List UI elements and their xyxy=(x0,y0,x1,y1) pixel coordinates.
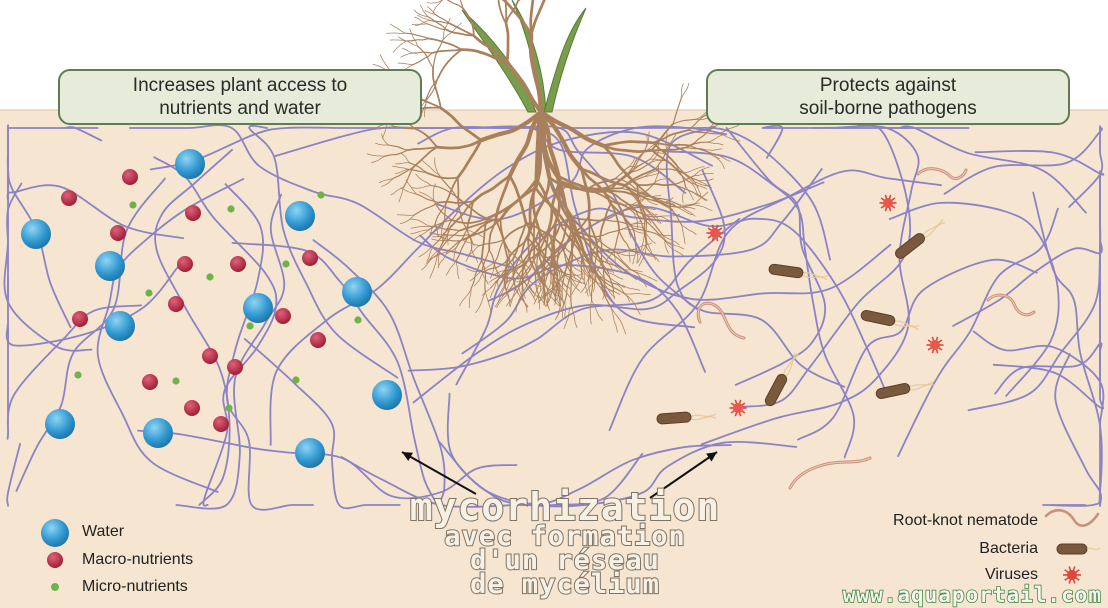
root-branch xyxy=(443,0,463,9)
legend-label-nematode: Root-knot nematode xyxy=(893,512,1038,530)
root-branch xyxy=(418,46,434,68)
micro-nutrient xyxy=(282,260,289,267)
macro-nutrient xyxy=(142,374,158,390)
root-branch xyxy=(584,267,585,283)
water-droplet xyxy=(143,418,173,448)
micro-nutrient-icon xyxy=(51,583,59,591)
root-branch xyxy=(393,41,406,52)
macro-nutrient xyxy=(122,169,138,185)
micro-nutrient xyxy=(292,376,299,383)
root-branch xyxy=(406,39,429,42)
macro-nutrient xyxy=(168,296,184,312)
root-branch xyxy=(427,1,441,3)
root-branch xyxy=(518,0,532,2)
root-branch xyxy=(457,0,463,9)
legend-label-micro-nutrients: Micro-nutrients xyxy=(82,578,188,596)
water-droplet xyxy=(285,201,315,231)
macro-nutrient xyxy=(72,311,88,327)
root-branch xyxy=(415,17,427,24)
macro-nutrient-icon xyxy=(47,552,63,568)
macro-nutrient xyxy=(275,308,291,324)
micro-nutrient xyxy=(246,322,253,329)
water-droplet xyxy=(295,438,325,468)
water-droplet xyxy=(175,149,205,179)
macro-nutrient xyxy=(227,359,243,375)
plant-shoot xyxy=(462,0,586,112)
root-branch xyxy=(531,0,549,34)
root-branch xyxy=(681,83,689,99)
root-branch xyxy=(433,39,443,68)
callout-pathogen-protection: Protects against soil-borne pathogens xyxy=(706,69,1070,125)
macro-nutrient xyxy=(230,256,246,272)
root-branch xyxy=(429,39,462,50)
macro-nutrient xyxy=(177,256,193,272)
water-droplet xyxy=(95,251,125,281)
micro-nutrient xyxy=(74,371,81,378)
watermark: www.aquaportail.com xyxy=(843,583,1102,607)
root-branch xyxy=(589,188,621,189)
root-branch xyxy=(571,276,572,306)
root-branch xyxy=(413,52,432,53)
micro-nutrient xyxy=(206,273,213,280)
legend-label-water: Water xyxy=(82,523,124,541)
water-droplet xyxy=(372,380,402,410)
legend-label-macro-nutrients: Macro-nutrients xyxy=(82,551,193,569)
macro-nutrient xyxy=(185,205,201,221)
callout-right-line-1: Protects against xyxy=(799,74,976,97)
root-branch xyxy=(506,24,508,63)
root-branch xyxy=(438,50,462,78)
micro-nutrient xyxy=(225,404,232,411)
water-droplet xyxy=(342,277,372,307)
micro-nutrient xyxy=(354,316,361,323)
water-droplet xyxy=(243,293,273,323)
callout-right-line-2: soil-borne pathogens xyxy=(799,97,976,120)
water-droplet xyxy=(105,311,135,341)
micro-nutrient xyxy=(227,205,234,212)
root-branch xyxy=(441,0,461,1)
micro-nutrient xyxy=(317,191,324,198)
macro-nutrient xyxy=(310,332,326,348)
water-droplet xyxy=(21,219,51,249)
legend-label-viruses: Viruses xyxy=(985,566,1038,584)
callout-left-line-2: nutrients and water xyxy=(133,97,347,120)
root-branch xyxy=(405,33,429,38)
root-branch xyxy=(398,63,414,64)
callout-nutrient-access: Increases plant access to nutrients and … xyxy=(58,69,422,125)
root-branch xyxy=(458,178,459,208)
callout-left-line-1: Increases plant access to xyxy=(133,74,347,97)
legend-label-bacteria: Bacteria xyxy=(979,540,1038,558)
micro-nutrient xyxy=(172,377,179,384)
root-branch xyxy=(390,24,405,33)
micro-nutrient xyxy=(145,289,152,296)
water-droplet xyxy=(45,409,75,439)
macro-nutrient xyxy=(184,400,200,416)
root-branch xyxy=(401,53,414,57)
caption-line-4: de mycélium xyxy=(330,571,800,599)
macro-nutrient xyxy=(61,190,77,206)
macro-nutrient xyxy=(202,348,218,364)
root-branch xyxy=(402,49,413,54)
water-droplet-icon xyxy=(41,519,69,547)
micro-nutrient xyxy=(129,201,136,208)
macro-nutrient xyxy=(110,225,126,241)
grass-leaf xyxy=(544,8,586,112)
macro-nutrient xyxy=(302,250,318,266)
macro-nutrient xyxy=(213,416,229,432)
